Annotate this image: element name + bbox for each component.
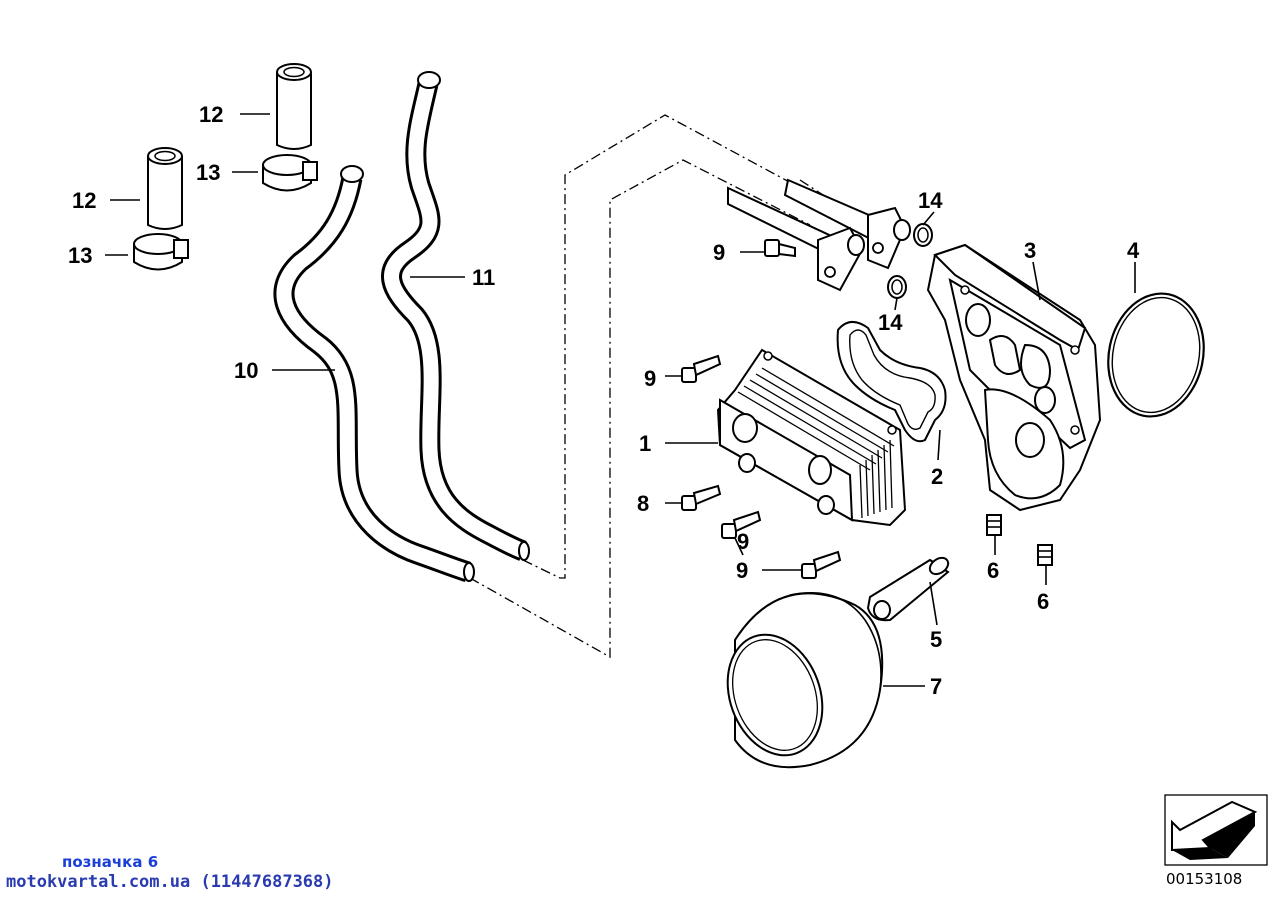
leader-lines [105,113,1136,687]
watermark-label: позначка 6 [62,853,159,871]
bolt-9-bottom [801,550,842,579]
callout-9-upper-left: 9 [644,366,656,391]
gasket-ring-4 [1107,292,1205,418]
callout-14-upper: 14 [918,188,943,213]
callout-5: 5 [930,627,942,652]
bolt-9-upper-left [681,354,722,383]
callout-7: 7 [930,674,942,699]
callout-13-lower: 13 [68,243,92,268]
o-ring-14-lower [887,275,907,299]
callout-10: 10 [234,358,258,383]
callout-9-top: 9 [713,240,725,265]
plug-6-right [1037,544,1053,566]
callout-labels: 12 13 12 13 10 11 9 14 14 3 4 9 1 8 9 9 … [68,102,1140,699]
callout-6-right: 6 [1037,589,1049,614]
callout-4: 4 [1127,238,1140,263]
bolt-9-lower [721,510,762,539]
orientation-box [1164,794,1268,866]
orientation-arrow-icon [1171,800,1258,860]
sleeve-12-upper [276,63,312,150]
bolt-9-top [764,239,796,258]
plug-6-left [986,514,1002,536]
callout-3: 3 [1024,238,1036,263]
clamp-13-lower [133,233,189,271]
callout-2: 2 [931,464,943,489]
oil-cooler-1 [716,348,907,527]
callout-6-left: 6 [987,558,999,583]
pipe-assembly [727,178,911,292]
watermark-site: motokvartal.com.ua (11447687368) [6,872,334,892]
callout-8: 8 [637,491,649,516]
callout-9-bottom: 9 [736,558,748,583]
o-ring-14-upper [913,223,933,247]
callout-11: 11 [472,265,495,290]
hose-10 [273,165,475,583]
gasket-2 [836,321,947,443]
bolt-8 [681,484,722,511]
callout-12-lower: 12 [72,188,96,213]
hose-11 [381,71,530,561]
sleeve-12-lower [147,147,183,230]
clamp-13-upper [262,154,318,192]
oil-filter-housing-3 [926,243,1102,512]
callout-9-lower: 9 [737,529,749,554]
callout-12-upper: 12 [199,102,223,127]
callout-14-lower: 14 [878,310,903,335]
callout-1: 1 [639,431,651,456]
oil-filter-7 [726,592,884,769]
callout-13-upper: 13 [196,160,220,185]
diagram-number: 00153108 [1166,870,1243,888]
sleeve-5 [866,556,950,622]
